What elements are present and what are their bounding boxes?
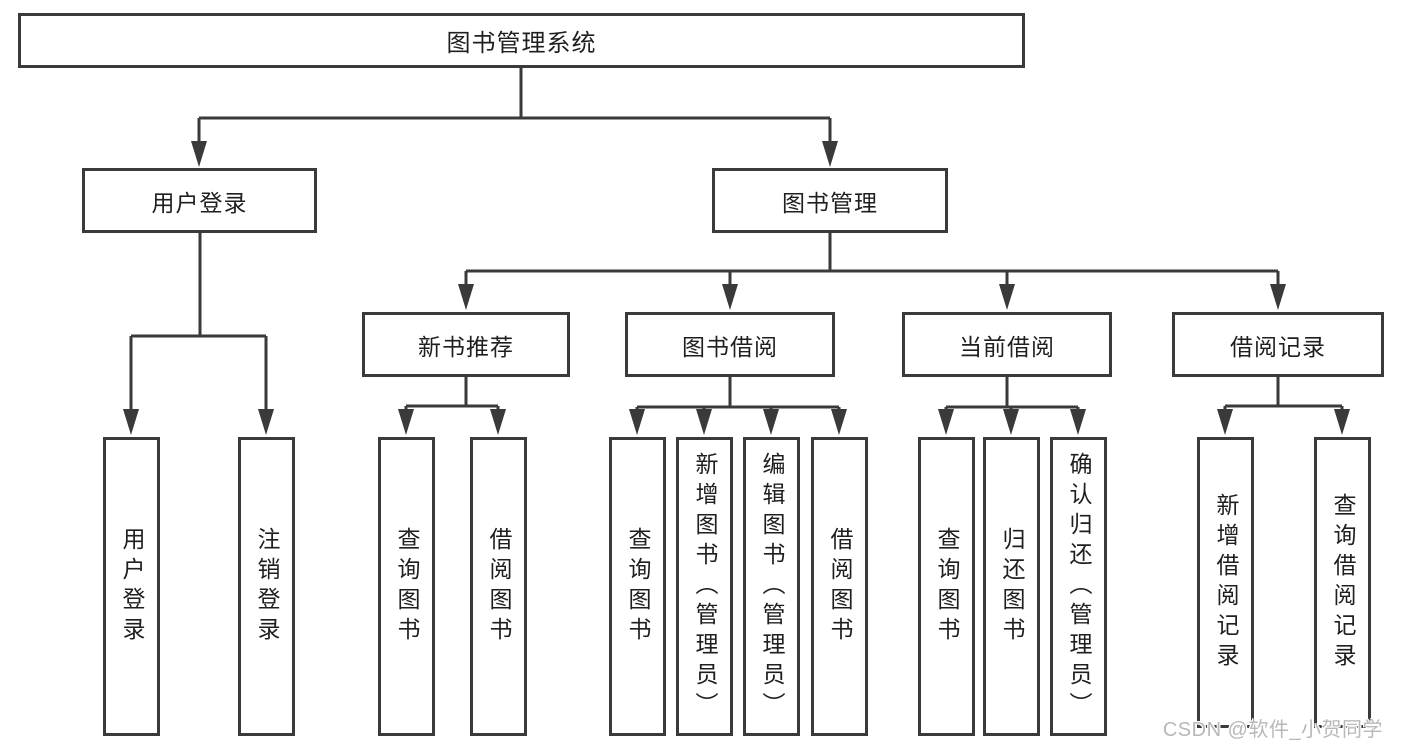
node-current-borrowing: 当前借阅 (902, 312, 1112, 377)
node-library-management-system: 图书管理系统 (18, 13, 1025, 68)
node-book-management: 图书管理 (712, 168, 948, 233)
node-label: 查询图书 (394, 526, 420, 647)
node-label: 归还图书 (999, 526, 1025, 647)
node-label: 查询图书 (625, 526, 651, 647)
node-label: 借阅图书 (486, 526, 512, 647)
node-add-books-admin: 新增图书（管理员） (676, 437, 733, 736)
node-query-books-recommend: 查询图书 (378, 437, 435, 736)
node-label: 注销登录 (254, 526, 280, 647)
node-label: 编辑图书（管理员） (759, 451, 785, 722)
node-label: 查询借阅记录 (1330, 492, 1356, 673)
watermark: CSDN @软件_小贺同学 (1162, 719, 1383, 741)
node-edit-books-admin: 编辑图书（管理员） (743, 437, 800, 736)
node-label: 借阅图书 (827, 526, 853, 647)
node-confirm-return-admin: 确认归还（管理员） (1050, 437, 1107, 736)
node-new-book-recommendation: 新书推荐 (362, 312, 570, 377)
node-label: 新增图书（管理员） (692, 451, 718, 722)
node-borrowing-records: 借阅记录 (1172, 312, 1384, 377)
node-query-books-current: 查询图书 (918, 437, 975, 736)
node-query-books-borrowing: 查询图书 (609, 437, 666, 736)
node-query-borrow-record: 查询借阅记录 (1314, 437, 1371, 728)
node-label: 用户登录 (119, 526, 145, 647)
node-borrow-books-leaf: 借阅图书 (811, 437, 868, 736)
node-borrow-books-recommend: 借阅图书 (470, 437, 527, 736)
node-label: 查询图书 (934, 526, 960, 647)
node-user-login-branch: 用户登录 (82, 168, 317, 233)
node-logout-login: 注销登录 (238, 437, 295, 736)
node-label: 确认归还（管理员） (1066, 451, 1092, 722)
node-book-borrowing: 图书借阅 (625, 312, 835, 377)
node-add-borrow-record: 新增借阅记录 (1197, 437, 1254, 728)
node-return-books: 归还图书 (983, 437, 1040, 736)
node-label: 新增借阅记录 (1213, 492, 1239, 673)
node-user-login-leaf: 用户登录 (103, 437, 160, 736)
